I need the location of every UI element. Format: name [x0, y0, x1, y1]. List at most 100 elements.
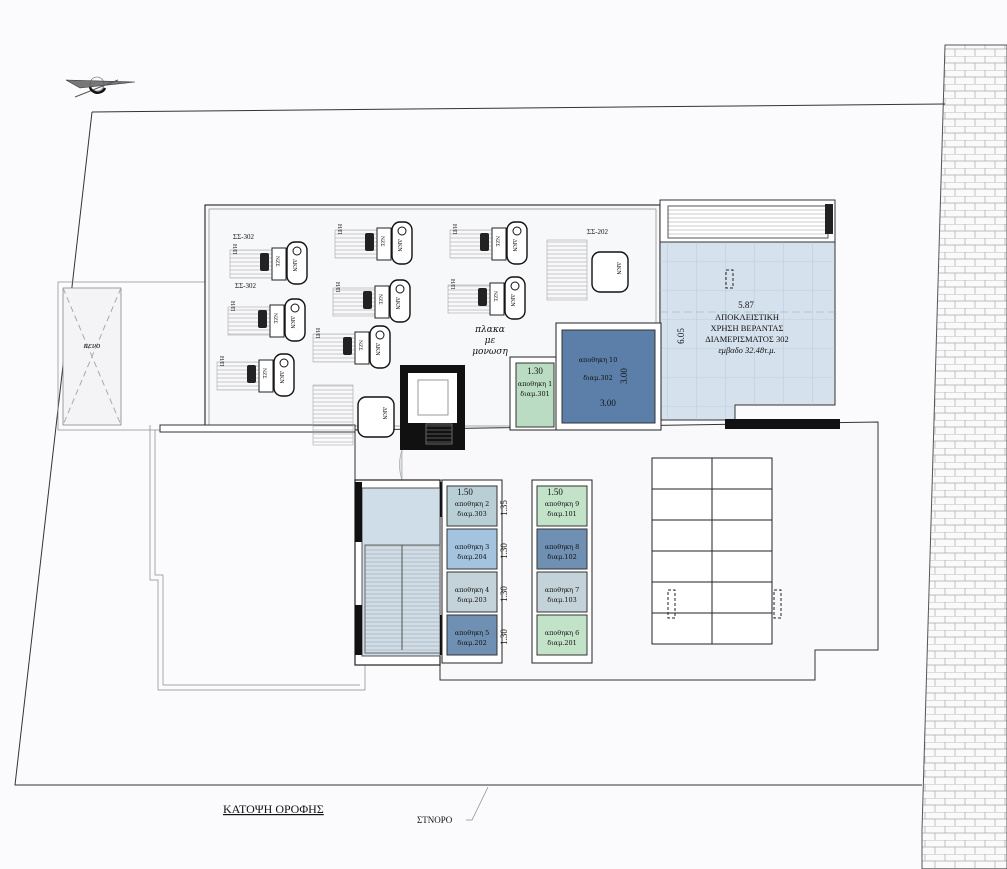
row-height-dim: 1.35: [499, 500, 509, 516]
tank-label: ΔΚΝ: [615, 262, 621, 275]
panel-label: ΝΖΣ: [379, 236, 385, 247]
storage-name: αποθηκη 8: [545, 543, 580, 551]
panel-box: [354, 331, 370, 365]
heater-label: Η/Π: [336, 224, 342, 235]
veranda-area: εμβαδο 32.48τ.μ.: [718, 345, 775, 355]
veranda-302: 5.87 6.05 ΑΠΟΚΛΕΙΣΤΙΚΗ ΧΡΗΣΗ ΒΕΡΑΝΤΑΣ ΔΙ…: [659, 241, 836, 421]
pump-icon: [260, 253, 269, 271]
storage-unit: διαμ.102: [547, 553, 577, 561]
storage-name: αποθηκη 3: [455, 543, 490, 551]
top-stair: [659, 199, 836, 243]
pump-icon: [247, 365, 256, 383]
storage-room-fill: [536, 528, 588, 570]
grid-cell: [711, 519, 773, 552]
heater-label: Η/Π: [231, 244, 237, 255]
heater-label: Η/Π: [449, 279, 455, 290]
water-tank: [273, 353, 295, 397]
solar-heater-unit: ΔΚΝ: [312, 384, 395, 446]
storage-room-fill: [536, 485, 588, 527]
storage-room-fill: [536, 614, 588, 656]
panel-box: [271, 247, 287, 281]
column-width-dim: 1.50: [457, 487, 473, 497]
stair-core: [354, 479, 447, 666]
storage-room-8: αποθηκη 8 διαμ.102: [536, 528, 588, 570]
tank-circle-icon: [292, 246, 302, 256]
panel-label: ΝΖΣ: [494, 236, 500, 247]
heater-label: Η/Π: [218, 356, 224, 367]
storage-room-fill: [446, 485, 498, 527]
pump-icon: [258, 310, 267, 328]
slab-label-2: με: [485, 336, 496, 346]
grid-cell: [651, 550, 713, 583]
storage-unit: διαμ.201: [547, 639, 577, 647]
storage-unit: διαμ.203: [457, 596, 487, 604]
tank-label: ΔΚΝ: [381, 407, 387, 420]
grid-cell: [651, 519, 713, 552]
panel-box: [376, 227, 392, 261]
storage-room-1: 1.30 αποθηκη 1 διαμ.301: [509, 356, 558, 431]
void-area: κενο: [57, 281, 206, 431]
veranda-line-1: ΑΠΟΚΛΕΙΣΤΙΚΗ: [715, 312, 779, 322]
tank-label: ΔΚΝ: [278, 371, 284, 384]
tank-circle-icon: [279, 358, 289, 368]
grid-cell: [711, 550, 773, 583]
storage-room-fill: [446, 571, 498, 613]
grid-cell: [651, 612, 713, 645]
group-label-3: ΣΣ-202: [587, 228, 608, 236]
storage-room-fill: [446, 528, 498, 570]
storage-10-depth: 3.00: [619, 368, 629, 384]
roof-hatch: [667, 589, 676, 619]
heater-label: Η/Π: [314, 328, 320, 339]
water-tank: [506, 221, 528, 265]
water-tank: [286, 241, 308, 285]
storage-unit: διαμ.303: [457, 510, 487, 518]
slab-label-3: μονωση: [472, 347, 508, 357]
pump-icon: [480, 233, 489, 251]
tank-circle-icon: [397, 226, 407, 236]
storage-room-10: αποθηκη 10 διαμ.302 3.00 3.00: [555, 322, 662, 431]
storage-unit: διαμ.101: [547, 510, 577, 518]
boundary-leader-line: [466, 786, 489, 821]
grid-cell: [711, 488, 773, 521]
storage-name: αποθηκη 4: [455, 586, 490, 594]
solar-heater-unit: Η/Π ΝΖΣ ΔΚΝ: [332, 279, 411, 323]
heater-label: Η/Π: [229, 301, 235, 312]
slab-label-1: πλακα: [474, 325, 505, 335]
pump-icon: [363, 291, 372, 309]
storage-name: αποθηκη 5: [455, 629, 490, 637]
panel-label: ΝΖΣ: [377, 294, 383, 305]
plot-boundary: [91, 103, 946, 113]
boundary-label: ΣΤΝΟΡΟ: [417, 815, 453, 825]
water-tank: [504, 276, 526, 320]
panel-label: ΝΖΣ: [272, 313, 278, 324]
tank-label: ΔΚΝ: [396, 239, 402, 252]
roof-grid-block: [651, 457, 782, 645]
pump-icon: [343, 337, 352, 355]
water-tank: [391, 221, 413, 265]
tank-circle-icon: [510, 281, 520, 291]
tank-circle-icon: [512, 226, 522, 236]
storage-name: αποθηκη 9: [545, 500, 580, 508]
heater-label: Η/Π: [334, 282, 340, 293]
panel-label: ΝΖΣ: [357, 340, 363, 351]
group-label-2: ΣΣ-302: [235, 282, 256, 290]
heater-label: Η/Π: [451, 224, 457, 235]
tank-label: ΔΚΝ: [509, 294, 515, 307]
lower-terrace-inner: [154, 430, 360, 686]
veranda-width: 5.87: [738, 300, 754, 310]
drawing-title: ΚΑΤΟΨΗ ΟΡΟΦΗΣ: [223, 802, 324, 816]
tank-label: ΔΚΝ: [394, 297, 400, 310]
pump-icon: [478, 288, 487, 306]
solar-heater-unit: Η/Π ΝΖΣ ΔΚΝ: [334, 221, 413, 265]
water-tank: [369, 325, 391, 369]
grid-cell: [651, 457, 713, 490]
lower-terrace-outline: [149, 425, 366, 691]
row-height-dim: 1.30: [499, 543, 509, 559]
row-height-dim: 1.30: [499, 629, 509, 645]
panel-label: ΝΖΣ: [261, 368, 267, 379]
